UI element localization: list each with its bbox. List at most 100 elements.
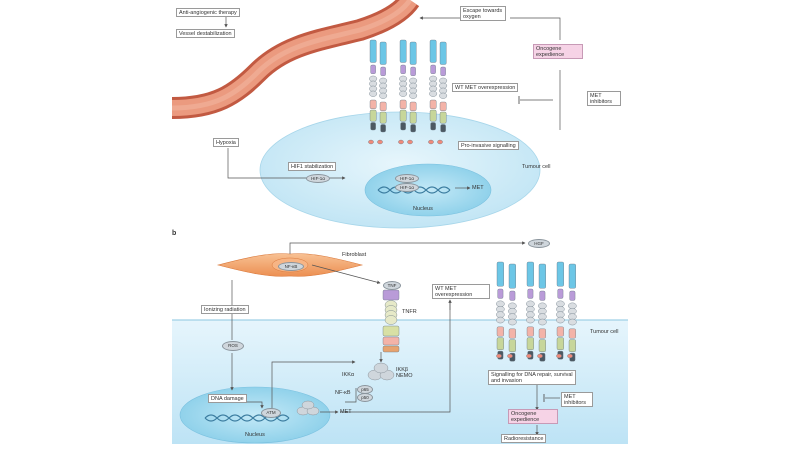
nucleus-label-a: Nucleus xyxy=(413,206,433,212)
phosphate-icon xyxy=(496,353,502,359)
met-psi-domain xyxy=(509,290,516,301)
met-kinase-domain xyxy=(429,109,437,122)
met-ipt-domain xyxy=(379,87,388,94)
met-psi-domain xyxy=(380,66,386,76)
met-ipt-domain xyxy=(526,300,535,308)
met-ipt-domain xyxy=(538,308,547,315)
met-sema-domain xyxy=(538,263,546,289)
met-ipt-domain xyxy=(429,90,438,97)
met-sema-domain xyxy=(379,41,387,65)
phosphate-icon xyxy=(398,139,404,145)
met-transmembrane xyxy=(379,101,387,111)
met-transmembrane xyxy=(399,99,407,109)
phosphate-icon xyxy=(556,353,562,359)
met-transmembrane xyxy=(568,328,576,339)
phosphate-icon xyxy=(567,353,573,359)
met-ipt-domain xyxy=(439,77,448,84)
met-gene-label-b: MET xyxy=(340,409,352,415)
p50-subunit: p50 xyxy=(357,393,373,402)
tnf-receptor xyxy=(382,289,400,353)
met-ipt-domain xyxy=(526,316,535,324)
met-kinase-domain xyxy=(439,111,447,124)
met-sema-domain xyxy=(439,41,447,65)
escape-oxygen-label: Escape towards oxygen xyxy=(460,6,506,21)
met-ipt-domain xyxy=(526,306,535,313)
met-sema-domain xyxy=(508,263,516,289)
met-receptors-b xyxy=(496,261,577,362)
met-psi-domain xyxy=(440,66,446,76)
met-ipt-domain xyxy=(399,75,408,82)
panel-letter-b: b xyxy=(172,230,177,237)
tnfr-crd-domain xyxy=(384,315,398,325)
tnfr-death-domain xyxy=(382,336,400,346)
met-kinase-domain xyxy=(538,339,546,352)
oncogene-expedience-label-a: Oncogene expedience xyxy=(533,44,583,59)
hypoxia-label: Hypoxia xyxy=(213,138,239,147)
fibroblast-label: Fibroblast xyxy=(342,252,367,258)
met-psi-domain xyxy=(557,288,564,299)
met-psi-domain xyxy=(370,64,376,74)
wt-met-overexpression-label-a: WT MET overexpression xyxy=(452,83,519,92)
met-psi-domain xyxy=(527,288,534,299)
met-kinase-domain xyxy=(409,111,417,124)
met-ipt-domain xyxy=(369,90,378,97)
met-kinase-domain xyxy=(496,337,504,350)
met-tail xyxy=(430,122,436,131)
tumour-cell-label-a: Tumour cell xyxy=(522,164,551,170)
met-ipt-domain xyxy=(508,318,517,326)
met-ipt-domain xyxy=(439,92,448,99)
met-receptors-a xyxy=(368,39,448,145)
met-ipt-domain xyxy=(409,82,418,89)
met-ipt-domain xyxy=(369,85,378,92)
met-ipt-domain xyxy=(526,311,535,318)
tnfr-adaptor xyxy=(382,345,400,353)
met-ipt-domain xyxy=(568,318,577,326)
atm-kinase: ATM xyxy=(261,408,281,418)
met-sema-domain xyxy=(369,39,377,63)
met-kinase-domain xyxy=(508,339,516,352)
met-sema-domain xyxy=(556,261,564,287)
met-kinase-domain xyxy=(379,111,387,124)
met-sema-domain xyxy=(409,41,417,65)
met-ipt-domain xyxy=(496,311,505,318)
met-ipt-domain xyxy=(508,308,517,315)
met-ipt-domain xyxy=(439,82,448,89)
met-ipt-domain xyxy=(508,313,517,320)
met-ipt-domain xyxy=(399,90,408,97)
met-ipt-domain xyxy=(538,302,547,310)
met-sema-domain xyxy=(399,39,407,63)
met-sema-domain xyxy=(429,39,437,63)
met-ipt-domain xyxy=(409,92,418,99)
met-psi-domain xyxy=(400,64,406,74)
met-kinase-domain xyxy=(369,109,377,122)
phosphate-icon xyxy=(407,139,413,145)
met-kinase-domain xyxy=(568,339,576,352)
met-ipt-domain xyxy=(439,87,448,94)
oncogene-expedience-label-b: Oncogene expedience xyxy=(508,409,558,424)
met-tail xyxy=(370,122,376,131)
wt-met-overexpression-label-b: WT MET overexpression xyxy=(432,284,490,299)
met-ipt-domain xyxy=(429,85,438,92)
met-ipt-domain xyxy=(399,80,408,87)
met-psi-domain xyxy=(497,288,504,299)
phosphate-icon xyxy=(428,139,434,145)
radioresistance-label: Radioresistance xyxy=(501,434,547,443)
tnfr-label: TNFR xyxy=(402,309,417,315)
phosphate-icon xyxy=(368,139,374,145)
dna-damage-label: DNA damage xyxy=(208,394,247,403)
met-sema-domain xyxy=(496,261,504,287)
phosphate-icon xyxy=(507,353,513,359)
tnf-ligand: TNF xyxy=(383,281,401,290)
hgf-ligand: HGF xyxy=(528,239,550,248)
met-ipt-domain xyxy=(379,92,388,99)
ikkb-nemo-label: IKKβ NEMO xyxy=(396,367,413,379)
met-tail xyxy=(410,124,416,133)
met-sema-domain xyxy=(568,263,576,289)
met-inhibitors-label-b: MET inhibitors xyxy=(561,392,593,407)
vessel-destabilization-label: Vessel destabilization xyxy=(176,29,235,38)
tnfr-transmembrane xyxy=(382,325,400,337)
met-inhibitors-label-a: MET inhibitors xyxy=(587,91,621,106)
met-kinase-domain xyxy=(556,337,564,350)
met-ipt-domain xyxy=(496,300,505,308)
